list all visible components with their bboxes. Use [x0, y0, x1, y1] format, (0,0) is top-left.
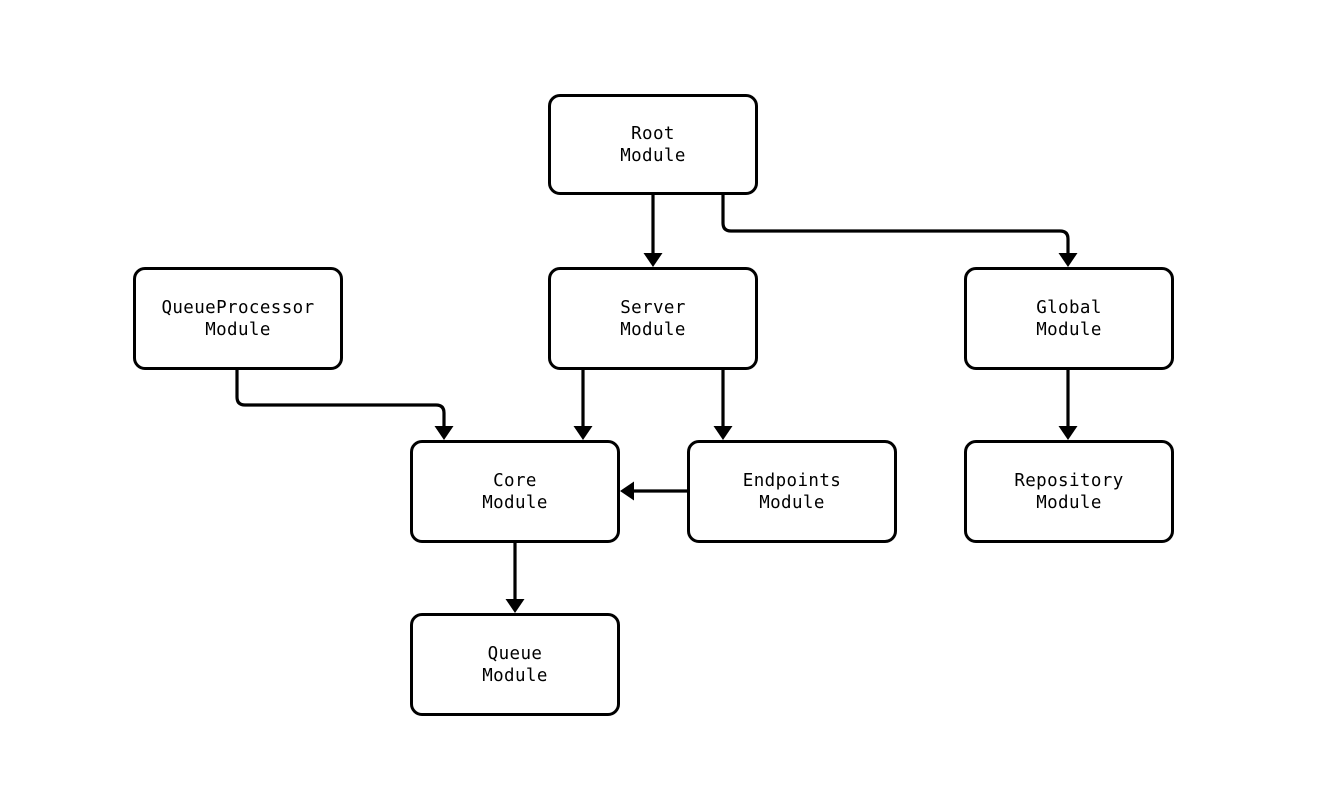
node-label-line2: Module [482, 492, 548, 513]
node-label-line2: Module [620, 145, 686, 166]
node-label-line1: Repository [1014, 470, 1124, 491]
node-label-line2: Module [1036, 492, 1102, 513]
node-label-line2: Module [1036, 319, 1102, 340]
arrowhead-endpoints-core [620, 481, 634, 501]
arrowhead-server-endpoints [713, 426, 733, 440]
node-label-line1: Core [493, 470, 537, 491]
edge-queueprocessor-core [235, 370, 446, 435]
arrowhead-root-global [1058, 253, 1078, 267]
node-label-line2: Module [759, 492, 825, 513]
edges-group [235, 195, 1070, 608]
node-label-line1: QueueProcessor [161, 297, 315, 318]
node-label-line2: Module [205, 319, 271, 340]
arrowhead-queueprocessor-core [434, 426, 454, 440]
node-label-line1: Endpoints [742, 470, 842, 491]
arrowhead-core-queue [505, 599, 525, 613]
node-label-line1: Server [620, 297, 686, 318]
edge-root-global [721, 195, 1070, 262]
node-label-line1: Global [1036, 297, 1102, 318]
arrowheads-group [434, 253, 1078, 613]
arrowhead-root-server [643, 253, 663, 267]
node-label-line1: Queue [487, 643, 543, 664]
arrowhead-global-repository [1058, 426, 1078, 440]
arrowhead-server-core [573, 426, 593, 440]
node-label-line2: Module [620, 319, 686, 340]
node-label-line2: Module [482, 665, 548, 686]
node-label-line1: Root [631, 123, 675, 144]
